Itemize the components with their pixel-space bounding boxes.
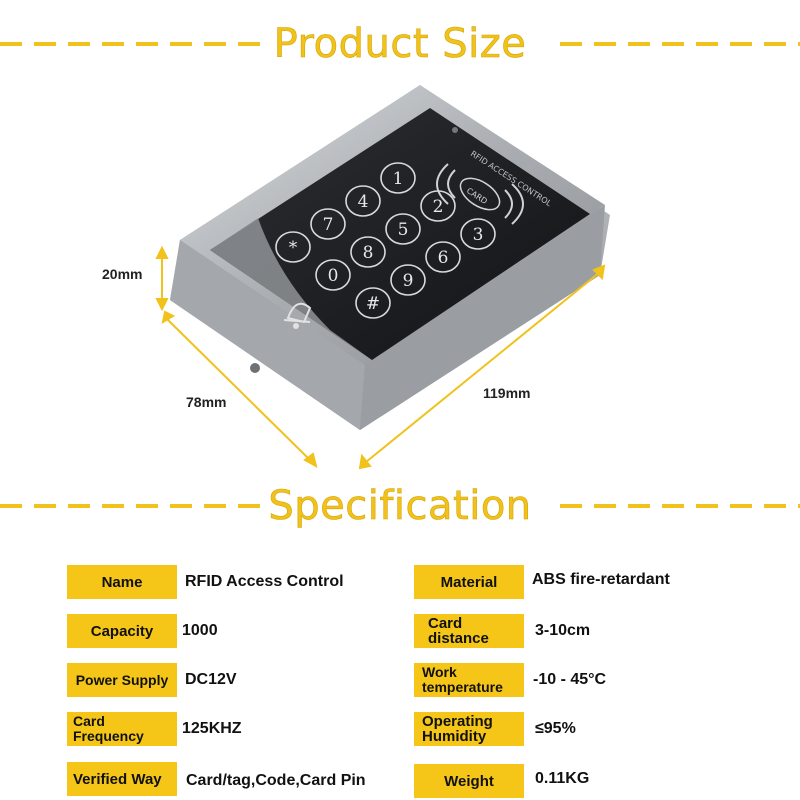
- key-1[interactable]: 1: [380, 162, 416, 194]
- key-label: 7: [323, 215, 334, 235]
- spec-value-material: ABS fire-retardant: [532, 571, 670, 588]
- key-label: 5: [398, 220, 409, 240]
- spec-value-verified-way: Card/tag,Code,Card Pin: [186, 772, 366, 789]
- heading-dash-right: [560, 42, 800, 46]
- spec-label-operating-humidity: Operating Humidity: [414, 712, 524, 746]
- key-star[interactable]: *: [275, 231, 311, 263]
- keypad-panel: [210, 108, 590, 360]
- height-dimension-label: 20mm: [102, 266, 143, 282]
- spec-dash-left: [0, 504, 265, 508]
- key-label: *: [289, 238, 298, 258]
- spec-value-capacity: 1000: [182, 622, 218, 639]
- keypad-keys: 1 2 3 4 5 6 7 8 9 * 0 #: [275, 162, 496, 319]
- rfid-wave-icon: [436, 163, 524, 225]
- status-led: [452, 127, 458, 133]
- spec-value-operating-humidity: ≤95%: [535, 720, 576, 737]
- key-6[interactable]: 6: [425, 241, 461, 273]
- key-label: 4: [358, 192, 369, 212]
- key-label: 1: [393, 169, 404, 189]
- bell-icon: [283, 302, 312, 329]
- key-2[interactable]: 2: [420, 190, 456, 222]
- spec-value-power-supply: DC12V: [185, 671, 237, 688]
- key-label: 2: [433, 197, 444, 217]
- key-9[interactable]: 9: [390, 264, 426, 296]
- key-5[interactable]: 5: [385, 213, 421, 245]
- key-8[interactable]: 8: [350, 236, 386, 268]
- spec-value-name: RFID Access Control: [185, 573, 344, 590]
- spec-label-work-temperature: Work temperature: [414, 663, 524, 697]
- dimension-arrows: [155, 245, 606, 470]
- spec-value-card-frequency: 125KHZ: [182, 720, 242, 737]
- key-4[interactable]: 4: [345, 185, 381, 217]
- key-label: 6: [438, 248, 449, 268]
- key-3[interactable]: 3: [460, 218, 496, 250]
- specification-heading-row: Specification: [0, 476, 800, 536]
- heading-dash-left: [0, 42, 265, 46]
- spec-label-capacity: Capacity: [67, 614, 177, 648]
- length-dimension-label: 119mm: [483, 385, 531, 401]
- width-dimension-label: 78mm: [186, 394, 227, 410]
- spec-label-name: Name: [67, 565, 177, 599]
- spec-dash-right: [560, 504, 800, 508]
- spec-label-card-distance: Card distance: [414, 614, 524, 648]
- key-label: #: [366, 294, 380, 314]
- spec-value-weight: 0.11KG: [535, 770, 590, 787]
- key-hash[interactable]: #: [355, 287, 391, 319]
- specification-heading: Specification: [268, 483, 532, 530]
- key-label: 9: [403, 271, 414, 291]
- spec-label-weight: Weight: [414, 764, 524, 798]
- spec-label-power-supply: Power Supply: [67, 663, 177, 697]
- spec-label-verified-way: Verified Way: [67, 762, 177, 796]
- key-7[interactable]: 7: [310, 208, 346, 240]
- spec-value-card-distance: 3-10cm: [535, 622, 591, 639]
- key-label: 0: [328, 266, 339, 286]
- key-label: 3: [473, 225, 484, 245]
- key-label: 8: [363, 243, 374, 263]
- product-size-heading: Product Size: [273, 21, 527, 68]
- spec-label-card-frequency: Card Frequency: [67, 712, 177, 746]
- product-size-heading-row: Product Size: [0, 14, 800, 74]
- spec-label-material: Material: [414, 565, 524, 599]
- screw-hole: [250, 363, 260, 373]
- spec-value-work-temperature: -10 - 45°C: [533, 671, 607, 688]
- key-0[interactable]: 0: [315, 259, 351, 291]
